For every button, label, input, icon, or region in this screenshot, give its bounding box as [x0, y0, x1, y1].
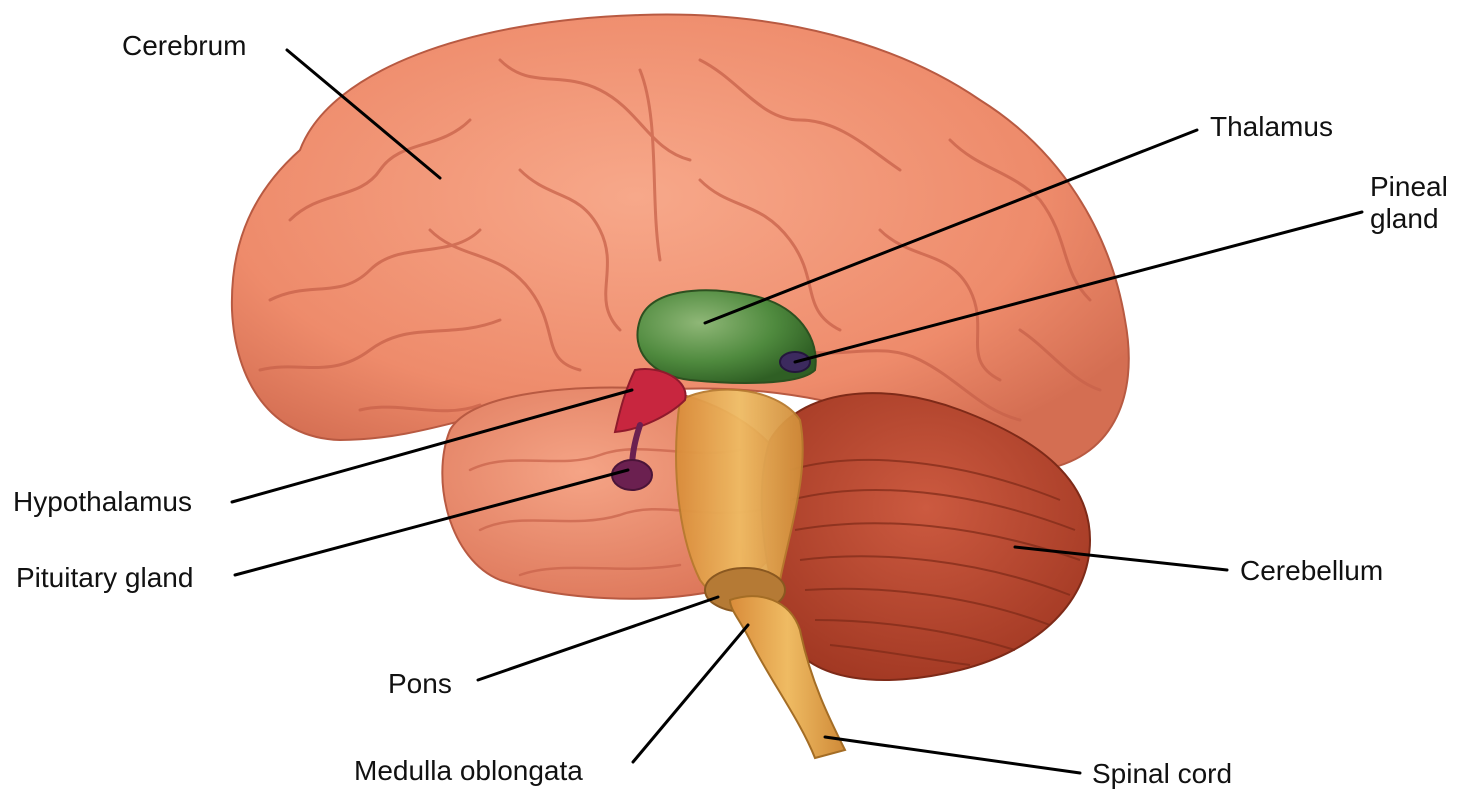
- label-medulla-oblongata: Medulla oblongata: [354, 755, 583, 787]
- label-pineal-gland: Pineal gland: [1370, 171, 1470, 235]
- leader-line-spinal-cord: [825, 737, 1080, 773]
- label-spinal-cord: Spinal cord: [1092, 758, 1232, 790]
- label-cerebellum: Cerebellum: [1240, 555, 1383, 587]
- label-thalamus: Thalamus: [1210, 111, 1333, 143]
- pituitary-gland-shape: [612, 460, 652, 490]
- label-pituitary-gland: Pituitary gland: [16, 562, 193, 594]
- label-cerebrum: Cerebrum: [122, 30, 246, 62]
- label-pineal-line-1: Pineal: [1370, 171, 1470, 203]
- label-pons: Pons: [388, 668, 452, 700]
- leader-line-pons: [478, 597, 718, 680]
- label-hypothalamus: Hypothalamus: [13, 486, 192, 518]
- leader-line-medulla: [633, 625, 748, 762]
- label-pineal-line-2: gland: [1370, 203, 1470, 235]
